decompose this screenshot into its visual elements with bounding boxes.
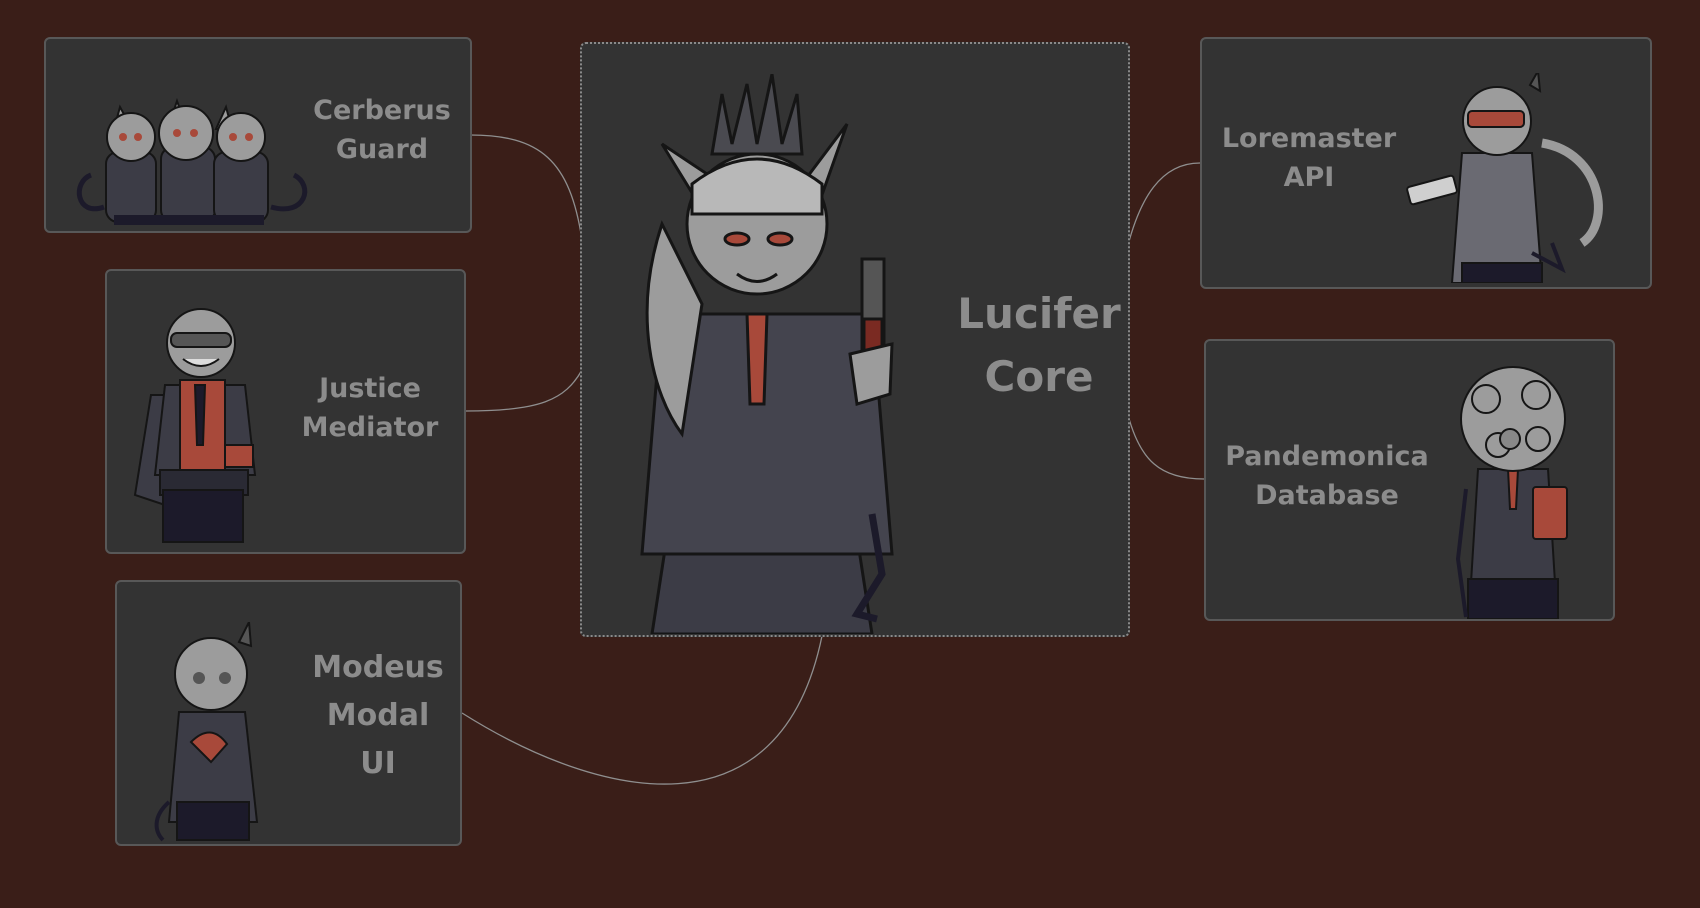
lucifer-wine-glass-portrait-icon [640, 74, 894, 634]
edge-justice-lucifer [465, 369, 583, 412]
node-lucifer[interactable]: Lucifer Core [580, 42, 1130, 637]
node-pandemonica[interactable]: Pandemonica Database [1204, 339, 1615, 621]
node-label: Modeus Modal UI [312, 650, 444, 781]
node-label: Cerberus Guard [313, 95, 451, 166]
node-label: Pandemonica Database [1225, 441, 1429, 512]
justice-sunglasses-portrait-icon [133, 308, 257, 543]
node-label: Lucifer Core [957, 289, 1121, 401]
edge-modeus-lucifer [461, 635, 823, 785]
node-label: Loremaster API [1221, 123, 1397, 194]
edge-cerberus-lucifer [469, 134, 583, 241]
node-justice[interactable]: Justice Mediator [105, 269, 466, 554]
cerberus-triplets-portrait-icon [76, 97, 308, 225]
node-cerberus[interactable]: Cerberus Guard [44, 37, 472, 233]
node-modeus[interactable]: Modeus Modal UI [115, 580, 462, 846]
node-loremaster[interactable]: Loremaster API [1200, 37, 1652, 289]
edge-loremaster-lucifer [1127, 162, 1201, 246]
modeus-portrait-icon [154, 622, 259, 842]
azazel-visor-portrait-icon [1406, 73, 1603, 283]
edge-pandemonica-lucifer [1127, 414, 1205, 480]
node-label: Justice Mediator [301, 373, 439, 444]
pandemonica-clipboard-portrait-icon [1455, 366, 1568, 619]
